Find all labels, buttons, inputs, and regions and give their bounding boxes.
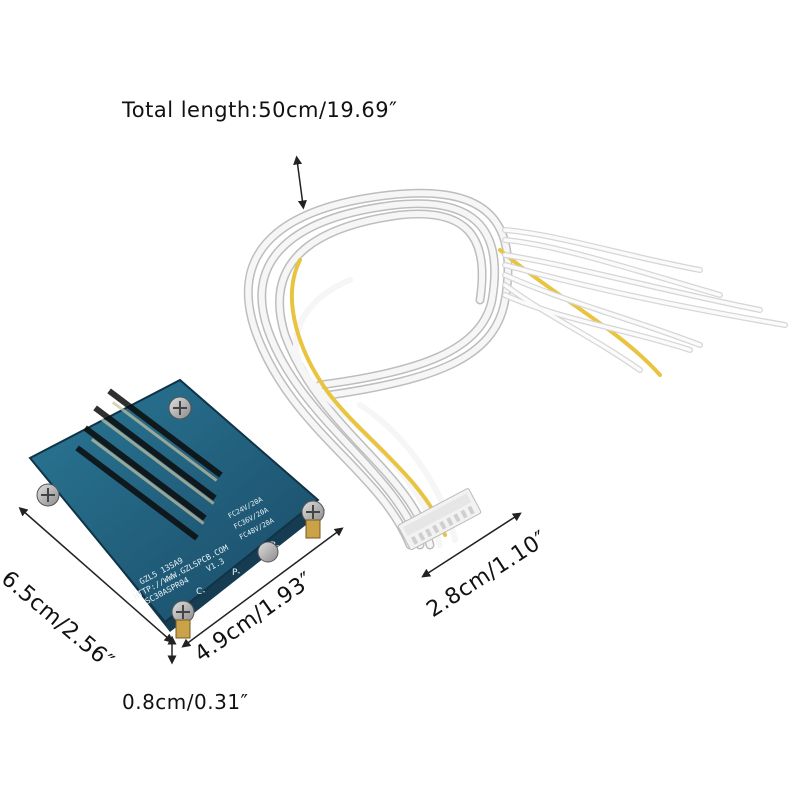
pad-c-label: C- xyxy=(196,587,206,597)
wire-bundle xyxy=(243,188,788,550)
dimension-arrows xyxy=(18,155,522,665)
board-thickness-label: 0.8cm/0.31″ xyxy=(122,690,249,714)
pad-p-label: P- xyxy=(232,568,240,578)
total-length-label: Total length:50cm/19.69″ xyxy=(122,98,398,122)
